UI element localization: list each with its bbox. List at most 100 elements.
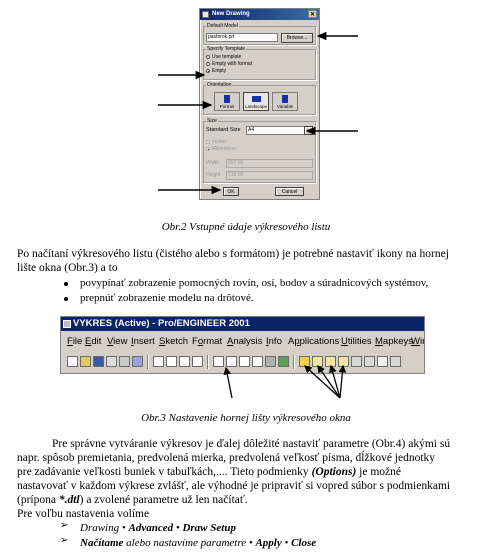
close-icon[interactable]: ✕ <box>308 10 317 18</box>
paragraph-2-line-3: pre zadávanie veľkosti buniek v tabuľkác… <box>17 466 401 478</box>
menu-file[interactable]: File <box>67 336 83 347</box>
paragraph-2-line-4: nastavovať v každom výkrese zvlášť, ale … <box>17 480 451 492</box>
menu-view[interactable]: View <box>107 336 128 347</box>
step-2: Načítame alebo nastavíme parametre • App… <box>80 537 317 549</box>
menu-info[interactable]: Info <box>266 336 282 347</box>
use-template-label: Use template <box>212 54 242 60</box>
portrait-label: Portrait <box>219 104 235 109</box>
arrow-datum-planes <box>304 365 341 399</box>
dialog-title: New Drawing <box>212 11 250 17</box>
bullet-2: prepnúť zobrazenie modelu na drôtové. <box>80 292 254 304</box>
standard-size-label: Standard Size <box>206 127 241 133</box>
refit-icon[interactable] <box>192 356 203 367</box>
arrow-datum-points <box>329 364 341 399</box>
saved-views-icon[interactable] <box>265 356 276 367</box>
paragraph-2-line-1: Pre správne vytváranie výkresov je ďalej… <box>52 438 451 450</box>
arrow-coordinate-systems <box>338 364 347 399</box>
height-input[interactable]: 210.00 <box>226 171 313 180</box>
proe-window: VYKRES (Active) - Pro/ENGINEER 2001 File… <box>60 316 425 374</box>
proe-app-icon <box>63 320 71 328</box>
zoom-in-icon[interactable] <box>166 356 177 367</box>
model-name-input[interactable]: pastorok.prt <box>206 33 278 42</box>
bullet-dot <box>64 297 68 301</box>
cancel-button[interactable]: Cancel <box>275 187 304 196</box>
empty-radio[interactable] <box>206 69 210 73</box>
spin-center-icon[interactable] <box>351 356 362 367</box>
arrow-bullet-icon: ➢ <box>60 535 69 546</box>
size-group <box>203 121 316 183</box>
paragraph-2-line-6: Pre voľbu nastavenia volíme <box>17 508 150 520</box>
default-model-group <box>203 26 316 45</box>
hidden-line-icon[interactable] <box>226 356 237 367</box>
save-icon[interactable] <box>93 356 104 367</box>
new-drawing-dialog: New Drawing ✕ Default Model pastorok.prt… <box>199 8 320 200</box>
toolbar-separator <box>147 355 148 369</box>
shading-icon[interactable] <box>252 356 263 367</box>
variable-label: Variable <box>276 104 294 109</box>
repaint-icon[interactable] <box>153 356 164 367</box>
figure-arrows <box>158 31 358 195</box>
empty-with-format-label: Empty with format <box>212 61 253 67</box>
open-folder-icon[interactable] <box>80 356 91 367</box>
orientation-group <box>203 85 316 115</box>
menu-sketch[interactable]: Sketch <box>159 336 189 347</box>
specify-template-label: Specify Template <box>206 46 246 52</box>
print-icon[interactable] <box>106 356 117 367</box>
proe-window-title: VYKRES (Active) - Pro/ENGINEER 2001 <box>73 318 250 329</box>
figure-3-caption: Obr.3 Nastavenie hornej lišty výkresovéh… <box>141 412 351 424</box>
close-window-icon[interactable] <box>377 356 388 367</box>
wireframe-icon[interactable] <box>213 356 224 367</box>
figure-2-caption: Obr.2 Vstupné údaje výkresového listu <box>161 221 331 233</box>
bullet-1: povypínať zobrazenie pomocných rovín, os… <box>80 277 429 289</box>
redraw-icon[interactable] <box>364 356 375 367</box>
paragraph-1-line-2: lište okna (Obr.3) a to <box>17 262 118 274</box>
millimeters-label: Millimeters <box>212 146 236 152</box>
toolbar-separator <box>207 355 208 369</box>
orientation-label: Orientation <box>206 82 233 88</box>
menu-insert[interactable]: Insert <box>131 336 155 347</box>
no-hidden-icon[interactable] <box>239 356 250 367</box>
landscape-label: Landscape <box>244 104 268 109</box>
menu-edit[interactable]: Edit <box>85 336 102 347</box>
toolbar-separator <box>293 355 294 369</box>
menu-bar: File Edit View Insert Sketch Format Anal… <box>61 335 424 349</box>
proe-titlebar: VYKRES (Active) - Pro/ENGINEER 2001 <box>61 317 424 331</box>
use-template-radio[interactable] <box>206 55 210 59</box>
toolbar-arrows <box>223 364 347 399</box>
portrait-page-icon <box>224 95 230 103</box>
browse-button[interactable]: Browse... <box>281 33 313 43</box>
menu-analysis[interactable]: Analysis <box>227 336 263 347</box>
specify-template-group <box>203 49 316 80</box>
empty-label: Empty <box>212 68 227 74</box>
variable-page-icon <box>282 95 288 103</box>
variable-button[interactable]: Variable <box>272 92 298 111</box>
millimeters-radio[interactable] <box>206 147 210 151</box>
menu-applications[interactable]: Applications <box>288 336 340 347</box>
bullet-dot <box>64 282 68 286</box>
app-icon <box>202 11 209 18</box>
height-label: Height <box>206 172 221 178</box>
copy-icon[interactable] <box>132 356 143 367</box>
arrow-wireframe <box>223 366 233 399</box>
menu-window[interactable]: Win <box>411 336 424 347</box>
menu-format[interactable]: Format <box>192 336 223 347</box>
email-icon[interactable] <box>119 356 130 367</box>
paragraph-1-line-1: Po načítaní výkresového listu (čistého a… <box>17 248 449 260</box>
size-label: Size <box>206 118 218 124</box>
landscape-button[interactable]: Landscape <box>243 92 269 111</box>
inches-radio[interactable] <box>206 140 210 144</box>
default-model-label: Default Model <box>206 23 239 29</box>
ok-button[interactable]: OK <box>223 187 239 196</box>
paragraph-2-line-2: napr. spôsob premietania, predvolená mie… <box>17 452 436 464</box>
menu-mapkeys[interactable]: Mapkeys <box>375 336 414 347</box>
portrait-button[interactable]: Portrait <box>214 92 240 111</box>
arrow-bullet-icon: ➢ <box>60 520 69 531</box>
zoom-out-icon[interactable] <box>179 356 190 367</box>
menu-utilities[interactable]: Utilities <box>341 336 372 347</box>
layers-icon[interactable] <box>278 356 289 367</box>
arrow-datum-axes <box>317 364 341 399</box>
empty-with-format-radio[interactable] <box>206 62 210 66</box>
width-input[interactable]: 297.00 <box>226 159 313 168</box>
context-help-icon[interactable] <box>390 356 401 367</box>
new-file-icon[interactable] <box>67 356 78 367</box>
